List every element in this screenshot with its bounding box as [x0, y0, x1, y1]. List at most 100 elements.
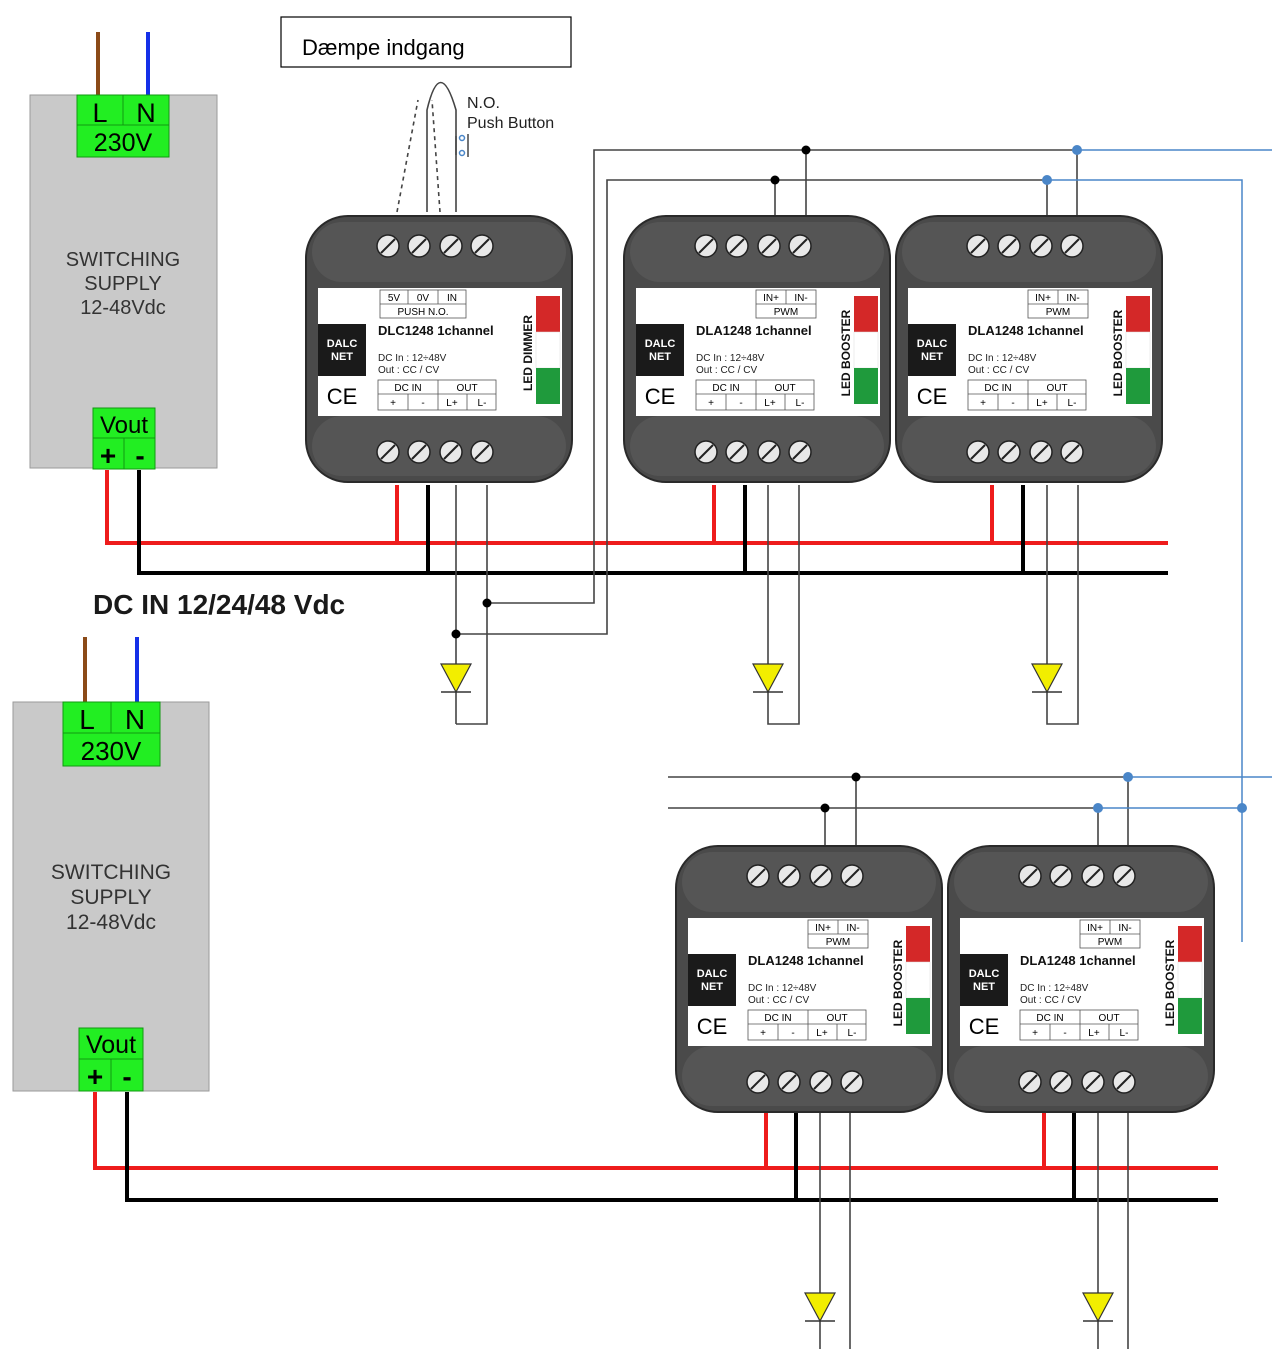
brand-line-2: NET [649, 351, 671, 363]
junction-dots [451, 145, 1247, 813]
ce-mark: CE [969, 1014, 1000, 1039]
terminal-l-plus: L+ [446, 398, 458, 409]
ce-mark: CE [697, 1014, 728, 1039]
input-terminal-a: IN+ [1087, 923, 1103, 934]
input-sub-label: PWM [826, 937, 850, 948]
module-dc-in-spec: DC In : 12÷48V [1020, 983, 1089, 994]
terminal-screw-icon [809, 864, 833, 888]
terminal-plus: + [1032, 1028, 1038, 1039]
terminal-screw-icon [470, 234, 494, 258]
terminal-screw-icon [694, 440, 718, 464]
input-terminal-a: IN+ [815, 923, 831, 934]
terminal-screw-icon [407, 234, 431, 258]
input-sub-label: PUSH N.O. [397, 307, 448, 318]
terminal-screw-icon [757, 234, 781, 258]
input-terminal-b: IN- [846, 923, 859, 934]
dc-in-header: DC IN [984, 383, 1011, 394]
led-diode-icon [751, 663, 785, 694]
input-sub-label: PWM [774, 307, 798, 318]
terminal-l-plus: L+ [764, 398, 776, 409]
input-terminal-b: IN- [794, 293, 807, 304]
push-button-label-2: Push Button [467, 115, 554, 132]
module-model: DLA1248 1channel [968, 323, 1084, 338]
input-sub-label: PWM [1098, 937, 1122, 948]
terminal-screw-icon [746, 1070, 770, 1094]
led-diode-icon [1081, 1292, 1115, 1323]
module-side-label: LED BOOSTER [1163, 939, 1177, 1026]
led-diode-icon [1030, 663, 1064, 694]
brand-line-2: NET [921, 351, 943, 363]
supply-1-voltage: 230V [94, 129, 153, 157]
terminal-plus: + [708, 398, 714, 409]
terminal-l-plus: L+ [1036, 398, 1048, 409]
terminal-screw-icon [407, 440, 431, 464]
terminal-screw-icon [777, 1070, 801, 1094]
terminal-screw-icon [757, 440, 781, 464]
input-terminal-b: IN- [1066, 293, 1079, 304]
dc-in-header: DC IN [394, 383, 421, 394]
led-diode-icon [803, 1292, 837, 1323]
module-side-label: LED DIMMER [521, 315, 535, 391]
dc-in-header: DC IN [1036, 1013, 1063, 1024]
terminal-plus: + [980, 398, 986, 409]
supply-1-title-3: 12-48Vdc [80, 297, 166, 319]
dimming-input-box: Dæmpe indgang [280, 16, 572, 68]
terminal-screw-icon [725, 440, 749, 464]
brand-line-1: DALC [969, 968, 1000, 980]
supply-2-title-3: 12-48Vdc [66, 911, 156, 934]
terminal-screw-icon [1049, 864, 1073, 888]
dc-in-header: DC IN [764, 1013, 791, 1024]
dc-bus-top [105, 470, 1168, 575]
terminal-screw-icon [840, 1070, 864, 1094]
terminal-l-minus: L- [1068, 398, 1077, 409]
terminal-screw-icon [1081, 1070, 1105, 1094]
terminal-minus: - [1063, 1028, 1066, 1039]
module-dc-in-spec: DC In : 12÷48V [696, 353, 765, 364]
out-header: OUT [774, 383, 795, 394]
input-terminal-b: IN- [1118, 923, 1131, 934]
terminal-l-plus: L+ [1088, 1028, 1100, 1039]
module-out-spec: Out : CC / CV [748, 995, 809, 1006]
module-dc-in-spec: DC In : 12÷48V [968, 353, 1037, 364]
dimming-input-label: Dæmpe indgang [302, 35, 465, 60]
push-button-label-1: N.O. [467, 95, 500, 112]
input-terminal-b: 0V [417, 293, 430, 304]
module-side-label: LED BOOSTER [891, 939, 905, 1026]
module-dc-in-spec: DC In : 12÷48V [748, 983, 817, 994]
terminal-l-minus: L- [848, 1028, 857, 1039]
supply-2-vout: Vout [86, 1031, 136, 1059]
terminal-screw-icon [809, 1070, 833, 1094]
terminal-screw-icon [997, 440, 1021, 464]
input-terminal-c: IN [447, 293, 457, 304]
terminal-screw-icon [1060, 440, 1084, 464]
terminal-screw-icon [1029, 440, 1053, 464]
signal-link-lines [1047, 149, 1272, 942]
terminal-plus: + [390, 398, 396, 409]
ce-mark: CE [917, 384, 948, 409]
terminal-screw-icon [997, 234, 1021, 258]
switching-supply-1: L N 230V SWITCHING SUPPLY 12-48Vdc Vout … [29, 32, 218, 471]
module-out-spec: Out : CC / CV [378, 365, 439, 376]
module-out-spec: Out : CC / CV [1020, 995, 1081, 1006]
supply-1-title-2: SUPPLY [84, 273, 161, 295]
terminal-screw-icon [1081, 864, 1105, 888]
supply-2-title-2: SUPPLY [70, 886, 151, 909]
terminal-screw-icon [1112, 864, 1136, 888]
push-button-icon [455, 134, 469, 157]
module-model: DLA1248 1channel [748, 953, 864, 968]
supply-2-n-label: N [125, 704, 145, 735]
ce-mark: CE [327, 384, 358, 409]
supply-1-l-label: L [92, 98, 107, 128]
terminal-screw-icon [376, 440, 400, 464]
terminal-screw-icon [777, 864, 801, 888]
module-side-label: LED BOOSTER [839, 309, 853, 396]
supply-2-voltage: 230V [81, 736, 142, 766]
module-model: DLA1248 1channel [1020, 953, 1136, 968]
brand-line-2: NET [331, 351, 353, 363]
